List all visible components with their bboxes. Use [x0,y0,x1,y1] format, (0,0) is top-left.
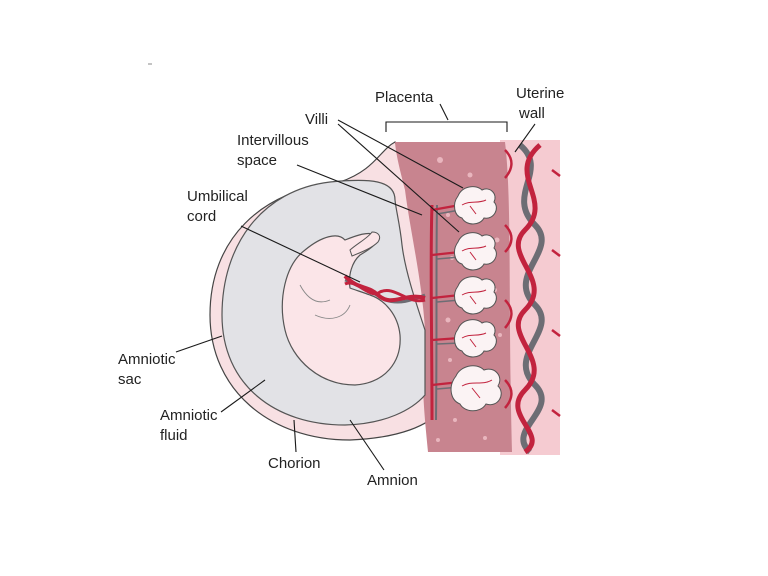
label-amniotic-fluid-1: Amniotic [160,407,218,424]
label-uterine-wall-1: Uterine [516,85,564,102]
label-villi: Villi [305,111,328,128]
label-intervillous-2: space [237,152,277,169]
label-intervillous-1: Intervillous [237,132,309,149]
label-umbilical-1: Umbilical [187,188,248,205]
label-amniotic-fluid-2: fluid [160,427,188,444]
villi-inner-branches [461,199,493,399]
label-umbilical-2: cord [187,208,216,225]
fetus [281,232,401,386]
label-placenta: Placenta [375,89,434,106]
fetus-detail [299,284,351,319]
label-chorion: Chorion [268,455,321,472]
label-amnion: Amnion [367,472,418,489]
label-amniotic-sac-1: Amniotic [118,351,176,368]
villi-clusters [450,186,502,412]
umbilical-cord [343,274,426,304]
label-uterine-wall-2: wall [518,105,545,122]
fetus-hand [349,231,381,257]
label-amniotic-sac-2: sac [118,371,142,388]
leader-lines [175,103,536,471]
placenta-bracket [385,121,508,132]
uterine-spiral-vessels [504,142,561,455]
